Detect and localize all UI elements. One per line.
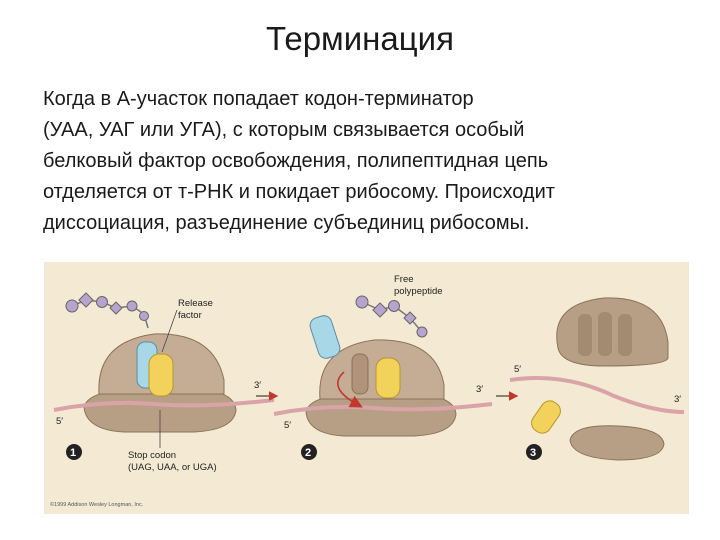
small-subunit-shape: [570, 426, 664, 460]
step-number: 1: [70, 447, 76, 459]
amino-acid: [140, 312, 149, 321]
amino-acid: [79, 293, 93, 307]
paragraph-line: (УАА, УАГ или УГА), с которым связываетс…: [43, 119, 524, 141]
slide-title: Терминация: [0, 20, 720, 58]
amino-acid: [127, 301, 137, 311]
three-prime-label: 3′: [476, 384, 483, 395]
step-number: 3: [530, 447, 536, 459]
stop-codon-label-line2: (UAG, UAA, or UGA): [128, 462, 217, 473]
amino-acid: [110, 302, 122, 314]
step-number: 2: [305, 447, 311, 459]
free-label-line1: Free: [394, 274, 414, 285]
description-paragraph: Когда в А-участок попадает кодон-термина…: [43, 84, 693, 239]
release-label-line1: Release: [178, 298, 213, 309]
release-factor-shape: [376, 358, 400, 398]
amino-acid: [417, 327, 427, 337]
three-prime-label: 3′: [254, 380, 261, 391]
paragraph-line: белковый фактор освобождения, полипептид…: [43, 150, 548, 172]
mrna-strand: [510, 378, 684, 412]
step-3-panel: 5′ 3′ 3: [510, 298, 684, 460]
free-label-line2: polypeptide: [394, 286, 443, 297]
large-subunit-shape: [557, 298, 668, 366]
step-2-panel: Free polypeptide 5′ 3′ 2: [274, 274, 492, 460]
paragraph-line: отделяется от т-РНК и покидает рибосому.…: [43, 181, 555, 203]
empty-p-site: [352, 354, 368, 394]
amino-acid: [389, 301, 400, 312]
diagram-canvas: Release factor 5′ 3′ Stop codon (UAG, UA…: [44, 262, 689, 514]
step-1-panel: Release factor 5′ 3′ Stop codon (UAG, UA…: [54, 293, 274, 473]
paragraph-line: Когда в А-участок попадает кодон-термина…: [43, 88, 474, 110]
paragraph-line: диссоциация, разъединение субъединиц риб…: [43, 212, 530, 234]
subunit-groove: [578, 314, 592, 356]
release-factor-shape: [149, 354, 173, 396]
amino-acid: [373, 303, 387, 317]
subunit-groove: [618, 314, 632, 356]
termination-diagram: Release factor 5′ 3′ Stop codon (UAG, UA…: [44, 262, 689, 514]
release-factor-shape: [528, 397, 564, 436]
subunit-groove: [598, 312, 612, 356]
amino-acid: [356, 296, 368, 308]
copyright-text: ©1999 Addison Wesley Longman, Inc.: [50, 501, 144, 508]
five-prime-label: 5′: [514, 364, 521, 375]
five-prime-label: 5′: [56, 416, 63, 427]
three-prime-label: 3′: [674, 394, 681, 405]
amino-acid: [66, 300, 78, 312]
five-prime-label: 5′: [284, 420, 291, 431]
small-subunit-shape: [306, 395, 456, 436]
stop-codon-label-line1: Stop codon: [128, 450, 176, 461]
amino-acid: [97, 297, 108, 308]
release-label-line2: factor: [178, 310, 202, 321]
trna-shape: [308, 314, 342, 361]
